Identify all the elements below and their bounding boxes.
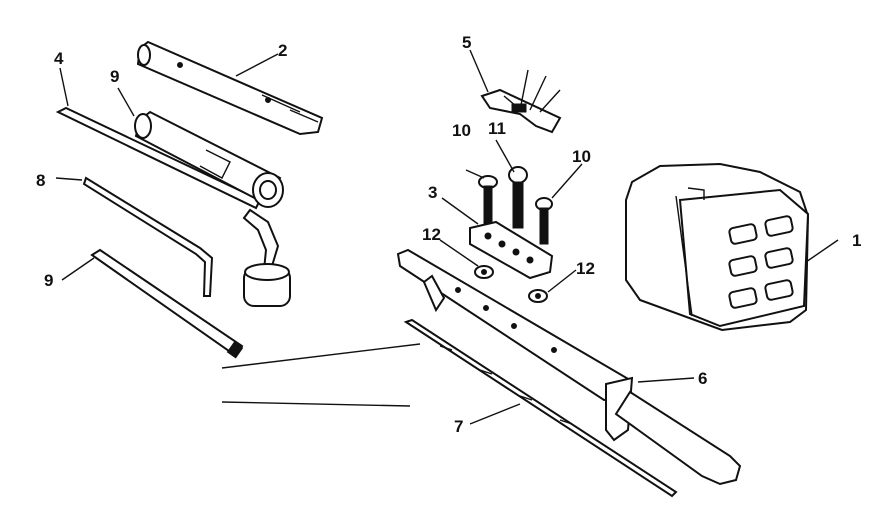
callout-5: 5 bbox=[462, 33, 471, 52]
part-1-motor-housing bbox=[625, 162, 810, 332]
guide-lines bbox=[221, 343, 421, 407]
callout-6: 6 bbox=[698, 369, 707, 388]
leader-lines bbox=[55, 49, 839, 425]
callout-9-lower: 9 bbox=[44, 271, 53, 290]
callout-3: 3 bbox=[428, 183, 437, 202]
callout-12-right: 12 bbox=[576, 259, 595, 278]
part-12-nut-right bbox=[528, 289, 548, 303]
callout-11: 11 bbox=[488, 119, 506, 138]
part-7-blade bbox=[403, 318, 678, 498]
part-9-socket-upper bbox=[134, 110, 284, 208]
callout-10-left: 10 bbox=[452, 121, 471, 140]
part-10-screw-right bbox=[535, 197, 553, 245]
callout-1: 1 bbox=[852, 231, 861, 250]
part-8-hex-key bbox=[82, 176, 214, 297]
callout-10-right: 10 bbox=[572, 147, 591, 166]
callout-labels: 1 2 3 4 5 6 7 8 9 9 10 10 11 12 12 bbox=[36, 33, 861, 436]
callout-12-left: 12 bbox=[422, 225, 441, 244]
part-9-strip-lower bbox=[90, 248, 244, 359]
part-4-strip-wrench bbox=[55, 106, 291, 307]
part-2-box-wrench bbox=[136, 40, 324, 136]
callout-7: 7 bbox=[454, 417, 463, 436]
part-10-screw-left bbox=[478, 175, 498, 227]
part-5-terminal-strip bbox=[480, 69, 562, 134]
callout-8: 8 bbox=[36, 171, 45, 190]
callout-2: 2 bbox=[278, 41, 287, 60]
callout-9-upper: 9 bbox=[110, 67, 119, 86]
part-12-nut-left bbox=[474, 265, 494, 279]
part-3-terminal-block bbox=[469, 220, 554, 280]
callout-4: 4 bbox=[54, 49, 64, 68]
part-6-bracket-handle bbox=[396, 248, 742, 486]
part-11-screw-middle bbox=[508, 166, 528, 229]
